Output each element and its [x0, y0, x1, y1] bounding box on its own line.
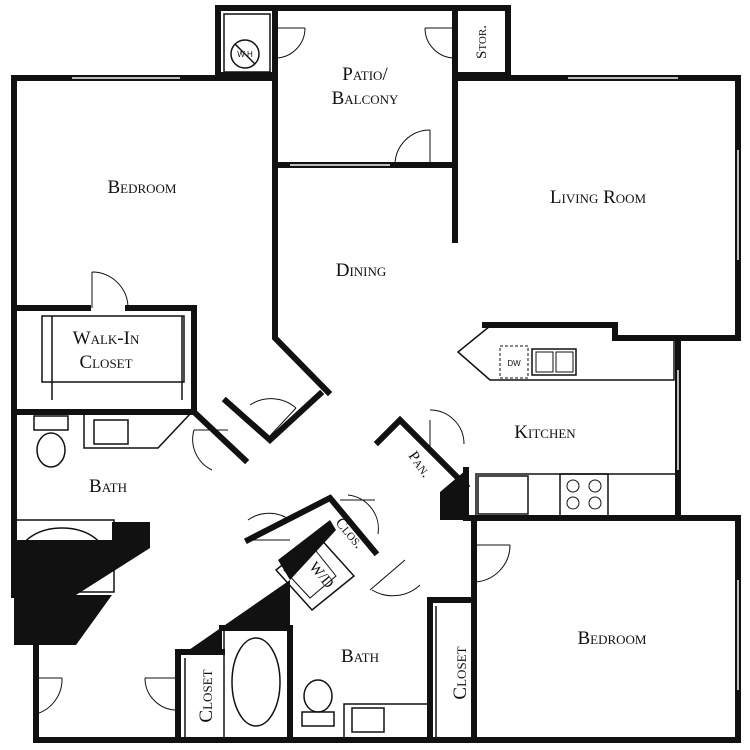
label-storage: Stor.: [474, 25, 490, 59]
label-washer-dryer: W/D: [306, 559, 337, 592]
bathtub-icon: [13, 519, 115, 593]
stove-icon: [559, 473, 609, 517]
walkin-closet-outline: [41, 315, 185, 383]
label-closet-left: Closet: [196, 669, 217, 722]
label-closet-right: Closet: [450, 646, 471, 699]
kitchen-sink-icon: [531, 348, 577, 376]
bath-2-fixtures: [223, 629, 429, 739]
kitchen-lower-counter: [475, 473, 677, 517]
label-walkin-1: Walk-In: [73, 328, 140, 349]
toilet-icon: [33, 415, 69, 468]
label-kitchen: Kitchen: [514, 422, 576, 443]
sink-icon: [93, 419, 129, 445]
fixtures: [13, 13, 677, 739]
label-patio-1: Patio/: [342, 64, 388, 85]
label-bath-2: Bath: [341, 646, 379, 667]
label-walkin-2: Closet: [79, 352, 132, 373]
vanity-icon: [343, 703, 429, 739]
label-dishwasher: DW: [507, 359, 521, 368]
label-water-heater: W H: [237, 50, 253, 59]
doors: [35, 27, 511, 738]
toilet-icon-2: [301, 679, 335, 727]
bathtub-icon-2: [223, 629, 289, 739]
bath-1-fixtures: [13, 413, 192, 593]
solid-wall-masses: [14, 470, 466, 652]
windows: [72, 77, 739, 690]
water-heater-icon: [223, 13, 271, 73]
label-bedroom-2: Bedroom: [577, 628, 646, 649]
room-labels: Patio/ Balcony Stor. W H Bedroom Living …: [73, 25, 647, 723]
label-bath-1: Bath: [89, 476, 127, 497]
kitchen-counter: [456, 325, 675, 381]
label-patio-2: Balcony: [332, 88, 399, 109]
label-dining: Dining: [336, 260, 387, 281]
label-living-room: Living Room: [550, 187, 647, 208]
washer-dryer-icon: [274, 534, 356, 612]
label-bedroom-1: Bedroom: [107, 177, 176, 198]
